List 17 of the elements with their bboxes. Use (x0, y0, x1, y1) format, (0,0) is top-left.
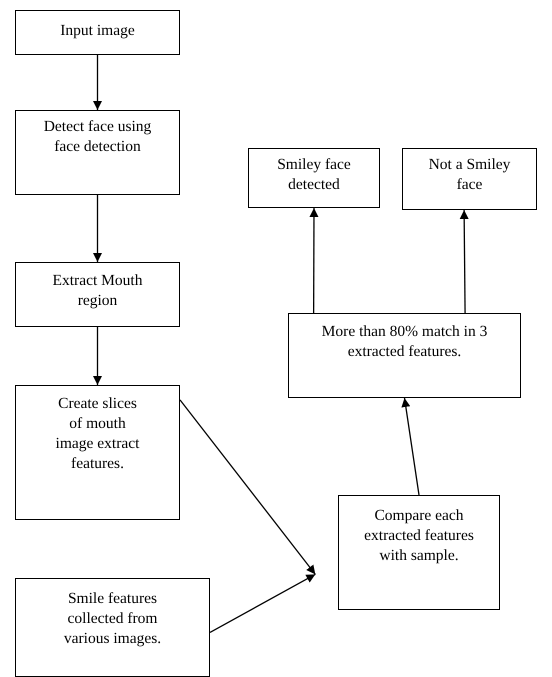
process-box: More than 80% match in 3 extracted features. (288, 313, 521, 398)
arrow (210, 574, 316, 634)
process-box: Smiley face detected (248, 148, 380, 208)
arrow (401, 398, 420, 496)
arrow (93, 195, 102, 262)
arrow (460, 210, 469, 313)
process-box: Compare each extracted features with sample. (338, 495, 500, 610)
arrow (309, 208, 318, 313)
process-box: Extract Mouth region (15, 262, 180, 327)
arrow (179, 399, 316, 575)
process-box: Detect face using face detection (15, 110, 180, 195)
arrow (93, 327, 102, 385)
process-box: Not a Smiley face (402, 148, 537, 210)
process-box: Create slices of mouth image extract features. (15, 385, 180, 520)
process-box: Smile features collected from various images. (15, 578, 210, 677)
process-box: Input image (15, 10, 180, 55)
arrow (93, 55, 102, 110)
